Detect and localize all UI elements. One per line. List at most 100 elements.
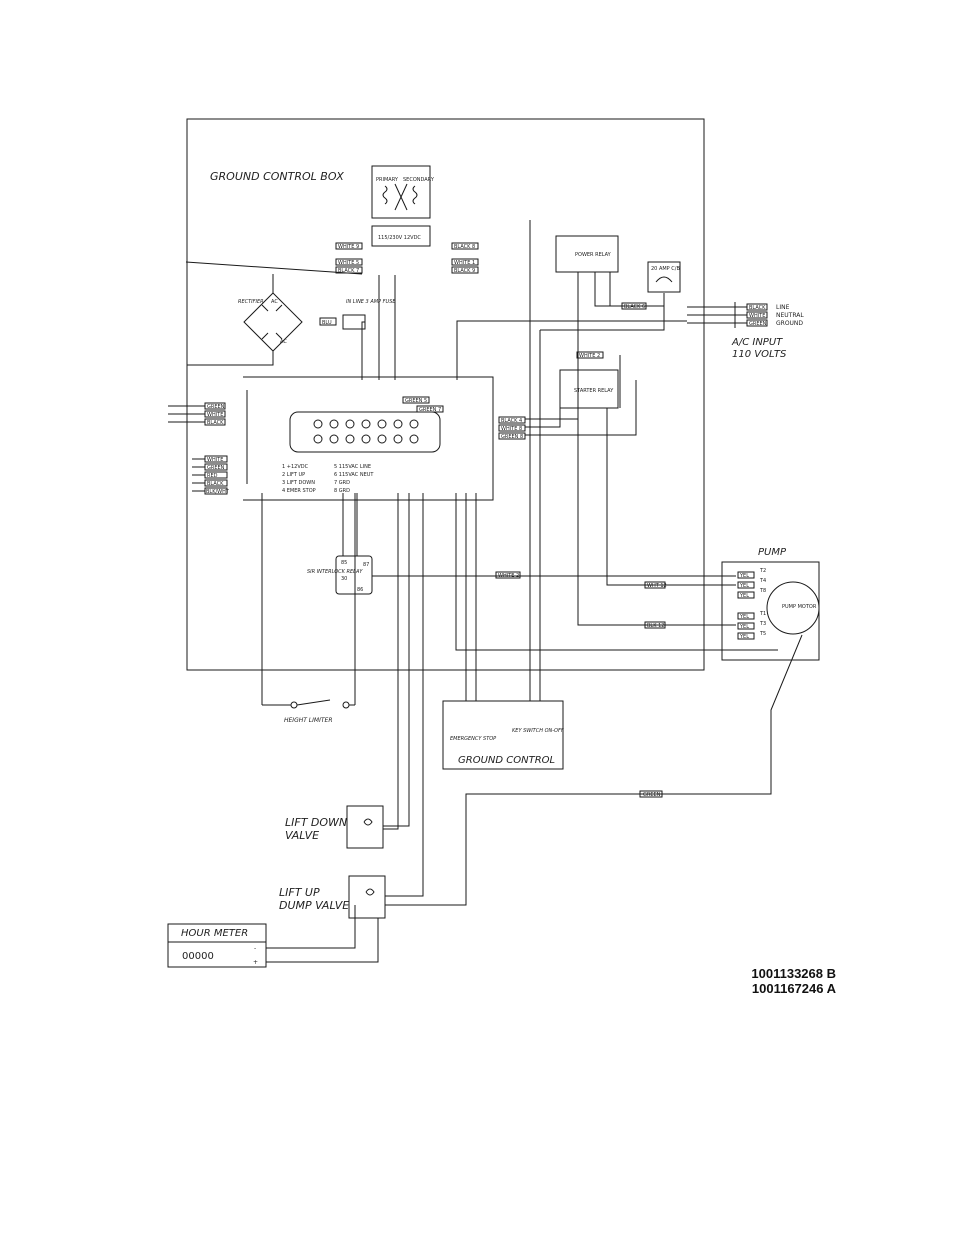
document-number-1: 1001133268 B (751, 966, 836, 981)
left-wire-tags: GREEN WHITE BLACK WHITE GREEN RED BLACK … (168, 402, 230, 495)
svg-text:LIFT UP: LIFT UP (279, 886, 320, 899)
svg-text:BLACK 4: BLACK 4 (501, 418, 522, 424)
svg-text:WHITE 9: WHITE 9 (338, 244, 359, 250)
motor-lead-tags: WHT 12 BLK 12 WHITE 2 (495, 571, 667, 629)
starter-relay: STARTER RELAY (559, 369, 619, 409)
svg-text:IN LINE 3 AMP FUSE: IN LINE 3 AMP FUSE (346, 299, 396, 305)
svg-text:T2: T2 (759, 568, 766, 574)
svg-text:YEL: YEL (739, 573, 749, 579)
svg-text:BLACK 7: BLACK 7 (338, 268, 359, 274)
svg-text:GREEN 7: GREEN 7 (419, 407, 441, 413)
height-limiter: HEIGHT LIMITER (262, 699, 355, 724)
lift-up-valve: LIFT UP DUMP VALVE (279, 875, 386, 919)
svg-text:BLACK 8: BLACK 8 (454, 244, 475, 250)
svg-text:YEL: YEL (739, 593, 749, 599)
svg-text:87: 87 (363, 562, 369, 568)
document-numbers: 1001133268 B 1001167246 A (751, 966, 836, 996)
svg-text:BLACK: BLACK (207, 481, 224, 487)
svg-text:VALVE: VALVE (285, 829, 319, 842)
ground-control: EMERGENCY STOP KEY SWITCH ON-OFF GROUND … (442, 700, 564, 770)
svg-text:00000: 00000 (182, 951, 214, 962)
svg-text:GREEN: GREEN (207, 465, 225, 471)
svg-text:GREEN 5: GREEN 5 (405, 398, 427, 404)
main-connector: GREEN 5 GREEN 7 (289, 396, 444, 453)
svg-text:20 AMP C/B: 20 AMP C/B (651, 266, 680, 272)
svg-text:WHITE: WHITE (207, 457, 223, 463)
svg-text:BLACK 6: BLACK 6 (624, 304, 645, 310)
ground-control-box-title: GROUND CONTROL BOX (210, 170, 344, 183)
svg-text:YEL: YEL (739, 624, 749, 630)
svg-text:BLACK: BLACK (207, 420, 224, 426)
svg-text:5 115VAC LINE: 5 115VAC LINE (334, 464, 371, 470)
emergency-stop-label: EMERGENCY STOP (450, 736, 496, 742)
svg-text:GREEN 8: GREEN 8 (501, 434, 523, 440)
svg-text:8 GRD: 8 GRD (334, 488, 350, 494)
svg-text:GREEN: GREEN (749, 321, 767, 327)
svg-text:RED: RED (207, 473, 218, 479)
svg-text:30: 30 (341, 576, 347, 582)
wiring (185, 220, 803, 963)
svg-text:6 115VAC NEUT: 6 115VAC NEUT (334, 472, 374, 478)
svg-text:T8: T8 (759, 588, 766, 594)
svg-text:WHITE: WHITE (749, 313, 765, 319)
svg-text:7 GRD: 7 GRD (334, 480, 350, 486)
circuit-breaker: 20 AMP C/B (647, 261, 681, 293)
svg-text:HEIGHT LIMITER: HEIGHT LIMITER (284, 717, 333, 724)
svg-text:T3: T3 (759, 621, 766, 627)
svg-text:3 LIFT DOWN: 3 LIFT DOWN (282, 480, 315, 486)
svg-text:BLACK: BLACK (749, 305, 766, 311)
svg-text:-: - (254, 945, 256, 952)
rectifier-label: RECTIFIER (238, 299, 264, 305)
svg-text:1 +12VDC: 1 +12VDC (282, 464, 309, 470)
svg-text:WHT 12: WHT 12 (647, 583, 667, 589)
svg-text:86: 86 (357, 587, 363, 593)
ground-control-box-outline (186, 118, 705, 671)
svg-text:STARTER RELAY: STARTER RELAY (574, 388, 614, 394)
transformer-secondary: SECONDARY (403, 177, 435, 183)
ac-input-title: A/C INPUT (731, 337, 783, 348)
svg-text:PUMP MOTOR: PUMP MOTOR (782, 604, 817, 610)
svg-text:YEL: YEL (739, 634, 749, 640)
svg-text:T5: T5 (759, 631, 766, 637)
svg-text:T4: T4 (759, 578, 766, 584)
svg-text:T1: T1 (759, 611, 766, 617)
transformer-primary: PRIMARY (376, 177, 399, 183)
svg-text:WHITE 1: WHITE 1 (454, 260, 475, 266)
svg-text:2 LIFT UP: 2 LIFT UP (282, 472, 305, 478)
key-switch-label: KEY SWITCH ON-OFF (512, 728, 564, 734)
svg-text:LIFT DOWN: LIFT DOWN (285, 816, 347, 829)
interlock-relay: SIR INTERLOCK RELAY 85 86 87 30 (307, 555, 373, 595)
wire-tag-blu: BLU (322, 320, 332, 326)
ac-input: BLACK WHITE GREEN LINE NEUTRAL GROUND A/… (687, 302, 804, 360)
ac-wire-ground: GROUND (776, 320, 803, 327)
svg-text:BLK 12: BLK 12 (647, 623, 664, 629)
svg-text:85: 85 (341, 560, 347, 566)
ground-control-title: GROUND CONTROL (458, 755, 555, 766)
svg-text:+: + (253, 959, 258, 966)
svg-text:AC: AC (271, 299, 278, 305)
svg-text:SIR INTERLOCK RELAY: SIR INTERLOCK RELAY (307, 569, 363, 575)
svg-text:POWER RELAY: POWER RELAY (575, 252, 612, 258)
svg-text:WHITE 5: WHITE 5 (338, 260, 359, 266)
ac-input-voltage: 110 VOLTS (732, 349, 787, 360)
svg-text:HOUR METER: HOUR METER (181, 928, 248, 939)
svg-text:4 EMER STOP: 4 EMER STOP (282, 488, 316, 494)
power-relay: POWER RELAY (555, 235, 619, 273)
ac-wire-line: LINE (776, 304, 790, 311)
ac-wire-neutral: NEUTRAL (776, 312, 804, 319)
svg-text:AC: AC (280, 339, 287, 345)
document-number-2: 1001167246 A (751, 981, 836, 996)
rectifier: RECTIFIER AC AC (238, 292, 303, 352)
svg-text:YEL: YEL (739, 614, 749, 620)
svg-text:YEL: YEL (739, 583, 749, 589)
svg-text:BLACK 9: BLACK 9 (454, 268, 475, 274)
transformer: PRIMARY SECONDARY 115/230V 12VDC (371, 165, 435, 247)
hour-meter: HOUR METER 00000 - + (167, 923, 267, 968)
inline-fuse: IN LINE 3 AMP FUSE BLU (319, 299, 396, 330)
svg-text:GREEN: GREEN (207, 404, 225, 410)
connector-legend: 1 +12VDC 2 LIFT UP 3 LIFT DOWN 4 EMER ST… (282, 464, 374, 494)
svg-text:WHITE 8: WHITE 8 (501, 426, 522, 432)
svg-text:WHITE 2: WHITE 2 (579, 353, 600, 359)
lift-down-valve: LIFT DOWN VALVE (285, 805, 384, 849)
